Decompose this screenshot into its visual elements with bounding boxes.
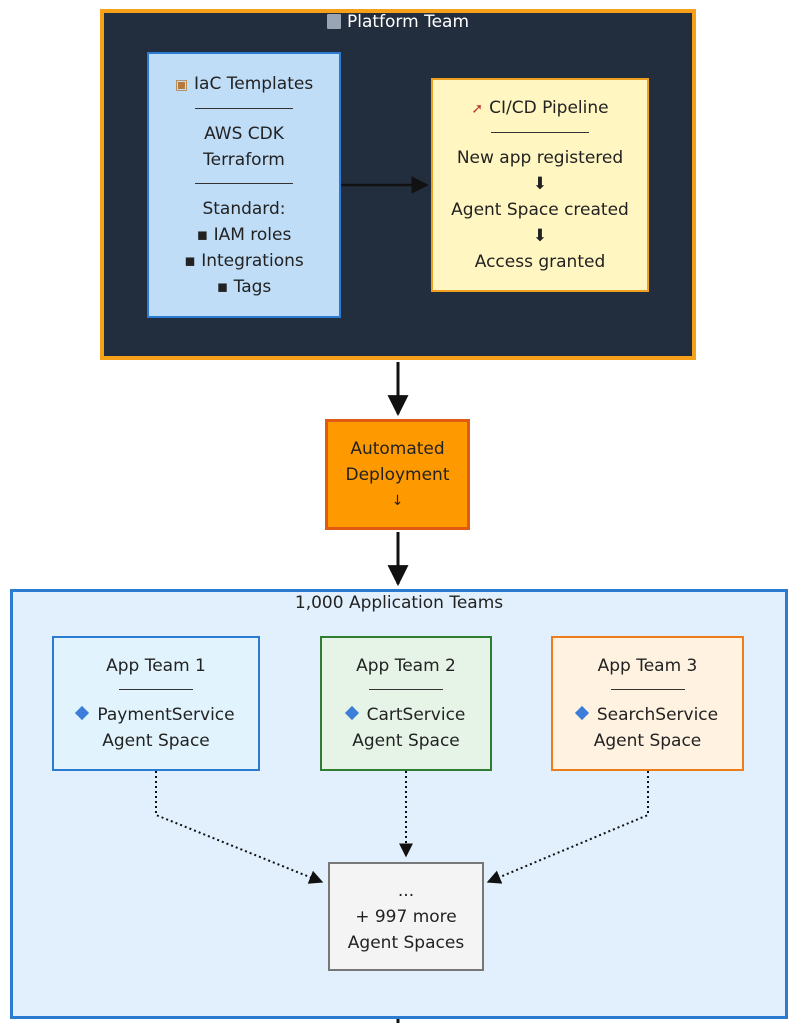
edge-team1-to-more <box>155 771 324 884</box>
app-team-1-space: Agent Space <box>102 731 210 751</box>
app-team-1-divider <box>119 689 193 690</box>
more-ellipsis: ... <box>397 880 415 901</box>
iac-standard-label: Standard: <box>202 198 286 219</box>
app-team-3-space: Agent Space <box>593 731 702 751</box>
cicd-down-arrow-icon: ⬇ <box>532 174 548 194</box>
app-team-3-service-row: SearchService <box>574 702 719 728</box>
iac-standard-item-integrations: ▪ Integrations <box>184 250 304 271</box>
app-team-2-name: App Team 2 <box>356 656 456 676</box>
office-building-icon <box>326 14 341 29</box>
automated-deployment-node: Automated Deployment ↓ <box>325 419 470 530</box>
iac-title: IaC Templates <box>194 73 314 94</box>
package-icon: ▣ <box>174 76 189 93</box>
iac-templates-node: ▣ IaC Templates AWS CDK Terraform Standar… <box>147 52 341 318</box>
app-team-1-service-row: PaymentService <box>75 702 235 728</box>
edge-team3-to-more <box>486 771 649 884</box>
cicd-step-registered: New app registered <box>456 148 624 168</box>
app-team-3-divider <box>610 689 685 690</box>
rocket-icon: ➚ <box>471 101 484 117</box>
iac-standard-item-iam: ▪ IAM roles <box>196 224 292 245</box>
more-count: + 997 more <box>355 906 457 927</box>
deploy-line-1: Automated <box>350 438 445 459</box>
cicd-title-row: ➚ CI/CD Pipeline <box>471 95 608 122</box>
app-team-1-node: App Team 1 PaymentService Agent Space <box>52 636 260 771</box>
app-team-3-service: SearchService <box>596 705 719 725</box>
app-team-2-space: Agent Space <box>352 731 460 751</box>
deploy-arrow-icon: ↓ <box>391 492 404 509</box>
app-team-1-service: PaymentService <box>97 705 235 725</box>
platform-team-label: Platform Team <box>346 12 470 32</box>
app-team-1-name: App Team 1 <box>106 656 206 676</box>
iac-title-row: ▣ IaC Templates <box>175 71 313 98</box>
iac-tool-terraform: Terraform <box>203 149 285 170</box>
more-agent-spaces-node: ... + 997 more Agent Spaces <box>328 862 484 971</box>
application-teams-title: 1,000 Application Teams <box>294 593 504 613</box>
cicd-divider <box>491 132 589 133</box>
deploy-line-2: Deployment <box>345 464 450 485</box>
iac-standard-item-tags: ▪ Tags <box>216 276 272 297</box>
cicd-title: CI/CD Pipeline <box>489 98 609 118</box>
iac-divider-1 <box>195 107 293 109</box>
cicd-step-access-granted: Access granted <box>474 252 606 272</box>
app-team-2-node: App Team 2 CartService Agent Space <box>320 636 492 771</box>
app-team-3-node: App Team 3 SearchService Agent Space <box>551 636 744 771</box>
cicd-down-arrow-icon: ⬇ <box>532 226 548 246</box>
cicd-step-space-created: Agent Space created <box>451 200 629 220</box>
more-label: Agent Spaces <box>347 932 465 953</box>
app-team-2-divider <box>369 689 443 690</box>
platform-team-title: Platform Team <box>100 12 696 32</box>
app-team-2-service-row: CartService <box>344 702 466 728</box>
iac-divider-2 <box>195 182 293 184</box>
cicd-pipeline-node: ➚ CI/CD Pipeline New app registered ⬇ Age… <box>431 78 649 292</box>
app-team-3-name: App Team 3 <box>597 656 698 676</box>
app-team-2-service: CartService <box>366 705 466 725</box>
iac-tool-cdk: AWS CDK <box>204 123 284 144</box>
